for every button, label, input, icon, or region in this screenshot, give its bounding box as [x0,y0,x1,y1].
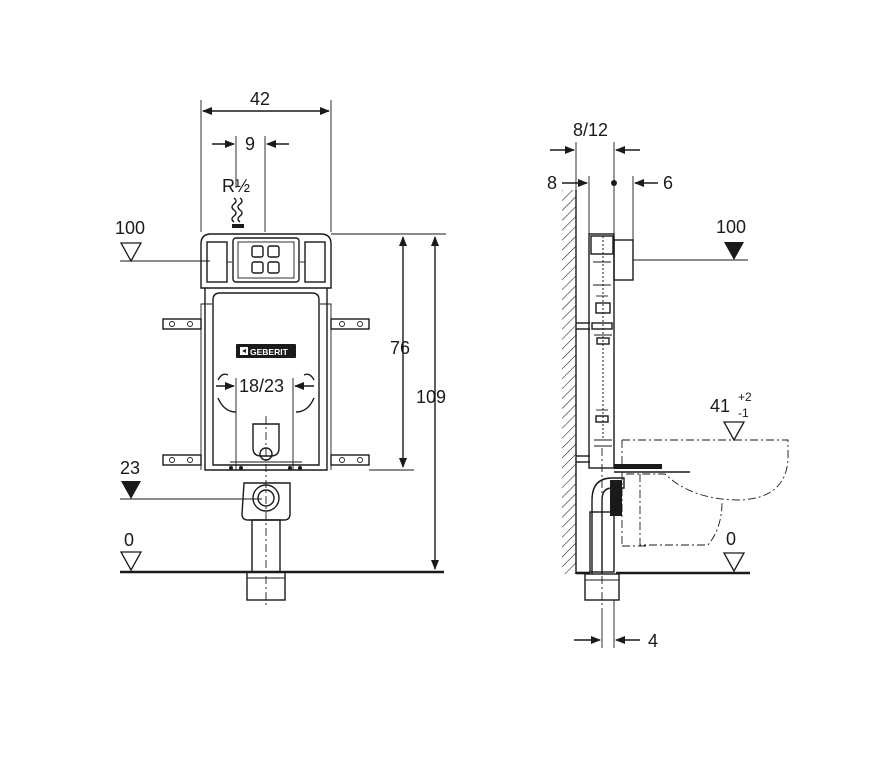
dimension-frame-height: 76 [331,233,446,471]
bowl-tolerance-minus: -1 [738,406,749,420]
water-supply-icon [231,197,244,228]
bowl-tolerance-plus: +2 [738,390,752,404]
dimension-wall-gap-label: 8 [547,173,557,193]
dimension-pipe-offset: 4 [574,600,658,651]
frame-profile [576,233,634,469]
dimension-wall-gap: 8 [547,173,590,234]
connection-thread-label: R½ [222,176,250,196]
side-level-marker-41: 41 +2 -1 [710,390,752,442]
front-view: 42 9 R½ 100 [115,89,446,608]
side-level-marker-0: 0 [576,529,750,575]
cistern-top [200,233,332,289]
bowl-height-label: 41 [710,396,730,416]
frame-bottom-bolts [229,466,302,470]
dimension-offset-label: 9 [245,134,255,154]
inner-waste-pipe [229,423,302,470]
wall-section [562,190,577,574]
dimension-depth-label: 8/12 [573,120,608,140]
level-0-label: 0 [124,530,134,550]
level-23-label: 23 [120,458,140,478]
level-marker-0: 0 [119,530,444,574]
dimension-connection-offset: 9 [212,134,289,232]
dimension-depth-range: 8/12 [550,120,640,234]
dimension-front-offset-label: 6 [663,173,673,193]
frame-body [200,288,332,471]
side-level-marker-100: 100 [633,217,748,261]
level-100-label: 100 [115,218,145,238]
side-waste-bend [584,448,625,612]
dimension-width: 42 [200,89,332,232]
waste-pipe [241,416,291,608]
dimension-front-offset: 6 [611,173,673,240]
wc-bowl-outline [621,439,789,547]
brand-logo-text: GEBERIT [250,347,289,357]
dimension-total-height: 109 [416,236,446,570]
level-marker-23: 23 [120,458,262,500]
dimension-76-label: 76 [390,338,410,358]
side-level-0-label: 0 [726,529,736,549]
side-level-100-label: 100 [716,217,746,237]
dimension-pipe-spacing-label: 18/23 [239,376,284,396]
flush-valve-icon [251,245,280,274]
brand-logo: GEBERIT [236,344,296,358]
dimension-109-label: 109 [416,387,446,407]
mounting-rods [614,464,690,473]
level-marker-100: 100 [115,218,210,263]
mounting-brackets [162,318,370,466]
side-view: 8/12 8 6 [547,120,789,651]
dimension-pipe-offset-label: 4 [648,631,658,651]
dimension-pipe-spacing: 18/23 [216,376,314,470]
dimension-width-label: 42 [250,89,270,109]
